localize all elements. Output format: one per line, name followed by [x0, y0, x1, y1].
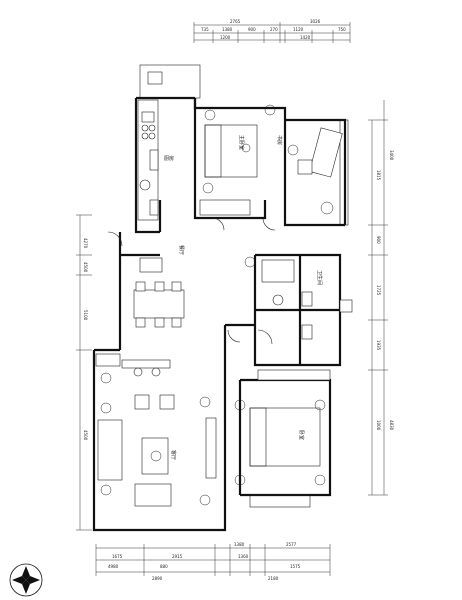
- label-dining: 餐厅: [178, 245, 185, 255]
- dim-left-4: 4500: [83, 430, 88, 441]
- bedroom-lower: 卧室: [234, 369, 331, 486]
- kitchen-fixtures: 厨房: [137, 71, 174, 221]
- dim-top-d1: 735: [201, 27, 209, 32]
- dim-right-5: 1935: [376, 340, 381, 351]
- label-kitchen: 厨房: [164, 155, 174, 162]
- label-bathroom: 卫生间: [316, 270, 323, 285]
- right-dimensions: 3400 1815 900 1725 1935 4830 1000: [368, 100, 394, 496]
- dim-bot-d1: 1675: [112, 554, 123, 559]
- dim-left-3: 5100: [83, 310, 88, 321]
- dim-top-d8: 1420: [300, 35, 311, 40]
- dim-bot-d2: 2915: [172, 554, 183, 559]
- bathroom: 卫生间: [244, 256, 353, 340]
- dim-bot-d5: 1360: [238, 554, 249, 559]
- dim-bot-o2: 2180: [268, 576, 279, 581]
- dim-right-7: 1000: [376, 420, 381, 431]
- label-master-bedroom: 卧室: [298, 430, 305, 440]
- dim-top-d5: 1120: [293, 27, 304, 32]
- bedroom-top: 主卧室: [199, 104, 276, 216]
- top-dimensions: 2765 3026 735 1380 900 270 1120 750 1200…: [193, 19, 351, 43]
- dim-top-d7: 1200: [220, 35, 231, 40]
- walls: [92, 64, 349, 532]
- dim-top-d2: 1380: [222, 27, 233, 32]
- dim-bot-d4: 2577: [286, 542, 297, 547]
- dim-bot-e2: 880: [160, 564, 168, 569]
- dim-top-d4: 270: [270, 27, 278, 32]
- dim-top-2: 3026: [310, 19, 321, 24]
- dim-right-4: 1725: [376, 285, 381, 296]
- label-living: 客厅: [170, 450, 177, 460]
- compass-icon: [9, 563, 43, 597]
- dim-bot-e3: 1575: [290, 564, 301, 569]
- study: 书房: [276, 127, 343, 215]
- dim-right-3: 900: [376, 236, 381, 244]
- dim-top-d3: 900: [248, 27, 256, 32]
- dim-right-1: 3400: [389, 150, 394, 161]
- label-bedroom1: 主卧室: [238, 135, 245, 150]
- dim-top-d6: 750: [338, 27, 346, 32]
- dim-right-6: 4830: [389, 420, 394, 431]
- dim-bot-o1: 2890: [152, 576, 163, 581]
- left-dimensions: 4270 4500 5100 4500: [76, 214, 92, 531]
- dim-left-2: 4500: [83, 262, 88, 273]
- living-room: 客厅: [95, 353, 217, 507]
- dim-left-1: 4270: [83, 238, 88, 249]
- label-study: 书房: [276, 135, 283, 145]
- dining: 餐厅: [133, 245, 185, 328]
- dim-right-2: 1815: [376, 170, 381, 181]
- dim-bot-e1: 4980: [108, 564, 119, 569]
- bottom-dimensions: 1675 2915 1380 2577 1360 4980 880 1575 2…: [95, 542, 331, 581]
- dim-bot-d3: 1380: [234, 542, 245, 547]
- dim-top-1: 2765: [230, 19, 241, 24]
